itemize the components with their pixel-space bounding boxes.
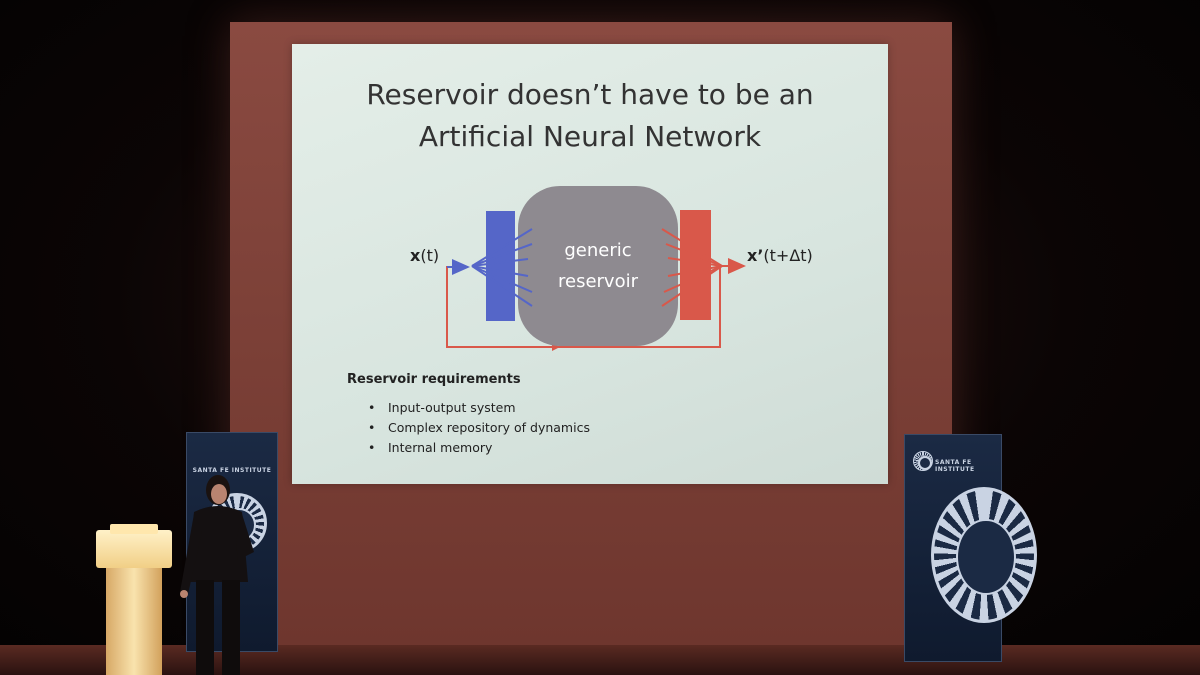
podium-top — [96, 530, 172, 568]
right-banner-text: SANTA FE INSTITUTE — [935, 459, 995, 473]
right-institute-banner: SANTA FE INSTITUTE — [904, 434, 1002, 662]
input-label: x(t) — [410, 246, 439, 265]
reservoir-label-line-2: reservoir — [558, 271, 639, 292]
reservoir-blob — [518, 186, 678, 346]
reservoir-label-line-1: generic — [564, 240, 631, 261]
output-layer-bar — [680, 210, 711, 320]
output-label: x’(t+Δt) — [747, 246, 813, 265]
requirement-item: Internal memory — [364, 438, 590, 458]
presentation-slide: Reservoir doesn’t have to be an Artifici… — [292, 44, 888, 484]
requirements-list: Input-output system Complex repository o… — [364, 398, 590, 458]
podium — [96, 530, 172, 675]
podium-column — [106, 568, 162, 675]
output-label-symbol: x’ — [747, 246, 763, 265]
institute-logo-icon — [913, 451, 933, 471]
speaker-figure — [178, 472, 258, 675]
requirement-item: Complex repository of dynamics — [364, 418, 590, 438]
requirements-heading: Reservoir requirements — [347, 372, 521, 387]
requirement-item: Input-output system — [364, 398, 590, 418]
input-layer-bar — [486, 211, 515, 321]
output-label-time: (t+Δt) — [763, 246, 812, 265]
input-label-time: (t) — [420, 246, 439, 265]
institute-seal-icon — [931, 487, 1037, 623]
